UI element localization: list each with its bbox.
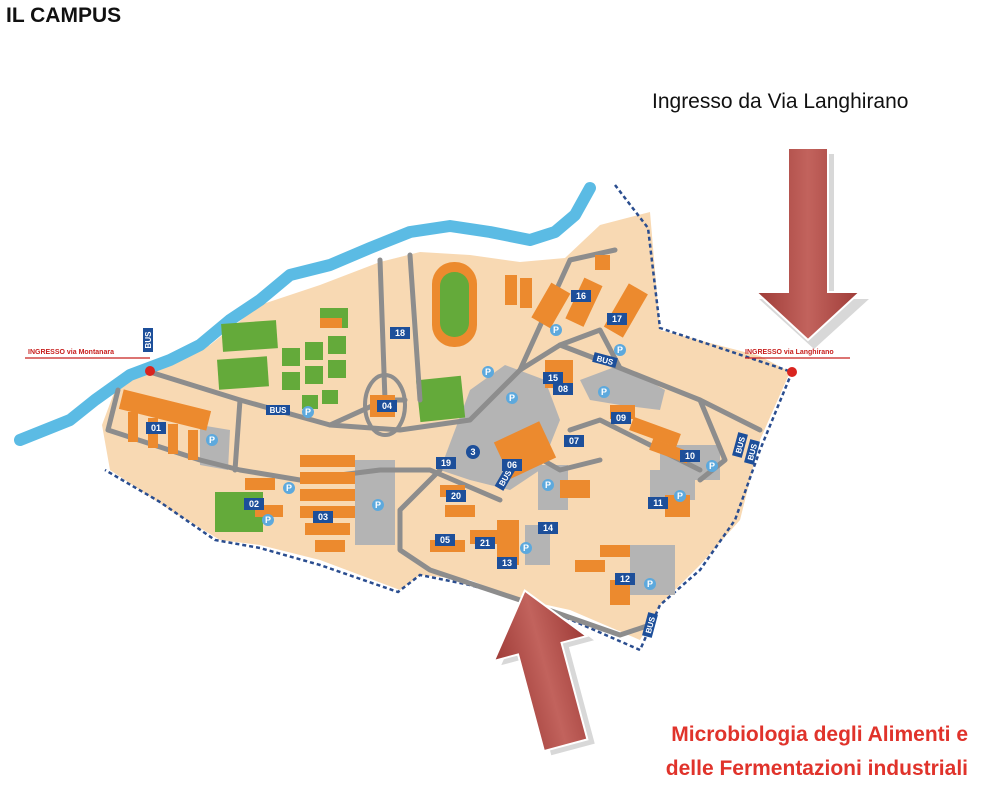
svg-text:P: P <box>523 543 529 553</box>
svg-text:P: P <box>485 367 491 377</box>
svg-text:P: P <box>286 483 292 493</box>
svg-text:08: 08 <box>558 384 568 394</box>
svg-text:13: 13 <box>502 558 512 568</box>
svg-text:P: P <box>375 500 381 510</box>
svg-text:P: P <box>647 579 653 589</box>
svg-text:P: P <box>553 325 559 335</box>
arrow-up-icon <box>492 588 595 756</box>
entrance-marker-icon <box>145 366 155 376</box>
svg-text:BUS: BUS <box>596 354 615 367</box>
svg-text:06: 06 <box>507 460 517 470</box>
svg-text:BUS: BUS <box>734 435 747 454</box>
svg-text:17: 17 <box>612 314 622 324</box>
svg-text:05: 05 <box>440 535 450 545</box>
svg-text:P: P <box>601 387 607 397</box>
svg-text:BUS: BUS <box>144 331 153 349</box>
svg-text:P: P <box>677 491 683 501</box>
svg-text:P: P <box>617 345 623 355</box>
sports-fields <box>215 308 466 532</box>
svg-text:INGRESSO via Langhirano: INGRESSO via Langhirano <box>745 349 834 356</box>
svg-text:19: 19 <box>441 458 451 468</box>
svg-text:3: 3 <box>470 447 475 457</box>
svg-text:P: P <box>545 480 551 490</box>
svg-text:BUS: BUS <box>746 442 759 461</box>
building-badges: 01 02 03 04 05 06 07 08 09 10 11 12 13 1… <box>146 290 700 585</box>
svg-text:12: 12 <box>620 574 630 584</box>
department-label: Microbiologia degli Alimenti e delle Fer… <box>608 718 968 786</box>
svg-text:P: P <box>509 393 515 403</box>
department-line-1: Microbiologia degli Alimenti e <box>671 723 968 746</box>
svg-text:14: 14 <box>543 523 553 533</box>
svg-text:20: 20 <box>451 491 461 501</box>
svg-text:P: P <box>265 515 271 525</box>
page-title: IL CAMPUS <box>6 4 122 27</box>
svg-text:02: 02 <box>249 499 259 509</box>
svg-text:P: P <box>305 407 311 417</box>
svg-text:11: 11 <box>653 498 663 508</box>
svg-text:07: 07 <box>569 436 579 446</box>
entrance-east: INGRESSO via Langhirano <box>745 349 850 377</box>
entrance-marker-icon <box>787 367 797 377</box>
svg-text:16: 16 <box>576 291 586 301</box>
svg-text:BUS: BUS <box>644 615 657 634</box>
parking-markers: P P P P P P P P P P P P P P P 3 <box>206 324 718 590</box>
svg-text:04: 04 <box>382 401 392 411</box>
svg-text:P: P <box>209 435 215 445</box>
svg-text:10: 10 <box>685 451 695 461</box>
svg-text:BUS: BUS <box>270 406 288 415</box>
svg-text:18: 18 <box>395 328 405 338</box>
svg-text:INGRESSO via Montanara: INGRESSO via Montanara <box>28 349 114 356</box>
river <box>14 182 596 446</box>
svg-text:03: 03 <box>318 512 328 522</box>
arrow-down-icon <box>753 147 869 349</box>
svg-text:15: 15 <box>548 373 558 383</box>
department-line-2: delle Fermentazioni industriali <box>665 757 968 780</box>
svg-text:P: P <box>709 461 715 471</box>
entrance-west: INGRESSO via Montanara <box>25 349 155 376</box>
svg-text:01: 01 <box>151 423 161 433</box>
svg-text:21: 21 <box>480 538 490 548</box>
svg-text:09: 09 <box>616 413 626 423</box>
entrance-langhirano-caption: Ingresso da Via Langhirano <box>652 90 909 113</box>
